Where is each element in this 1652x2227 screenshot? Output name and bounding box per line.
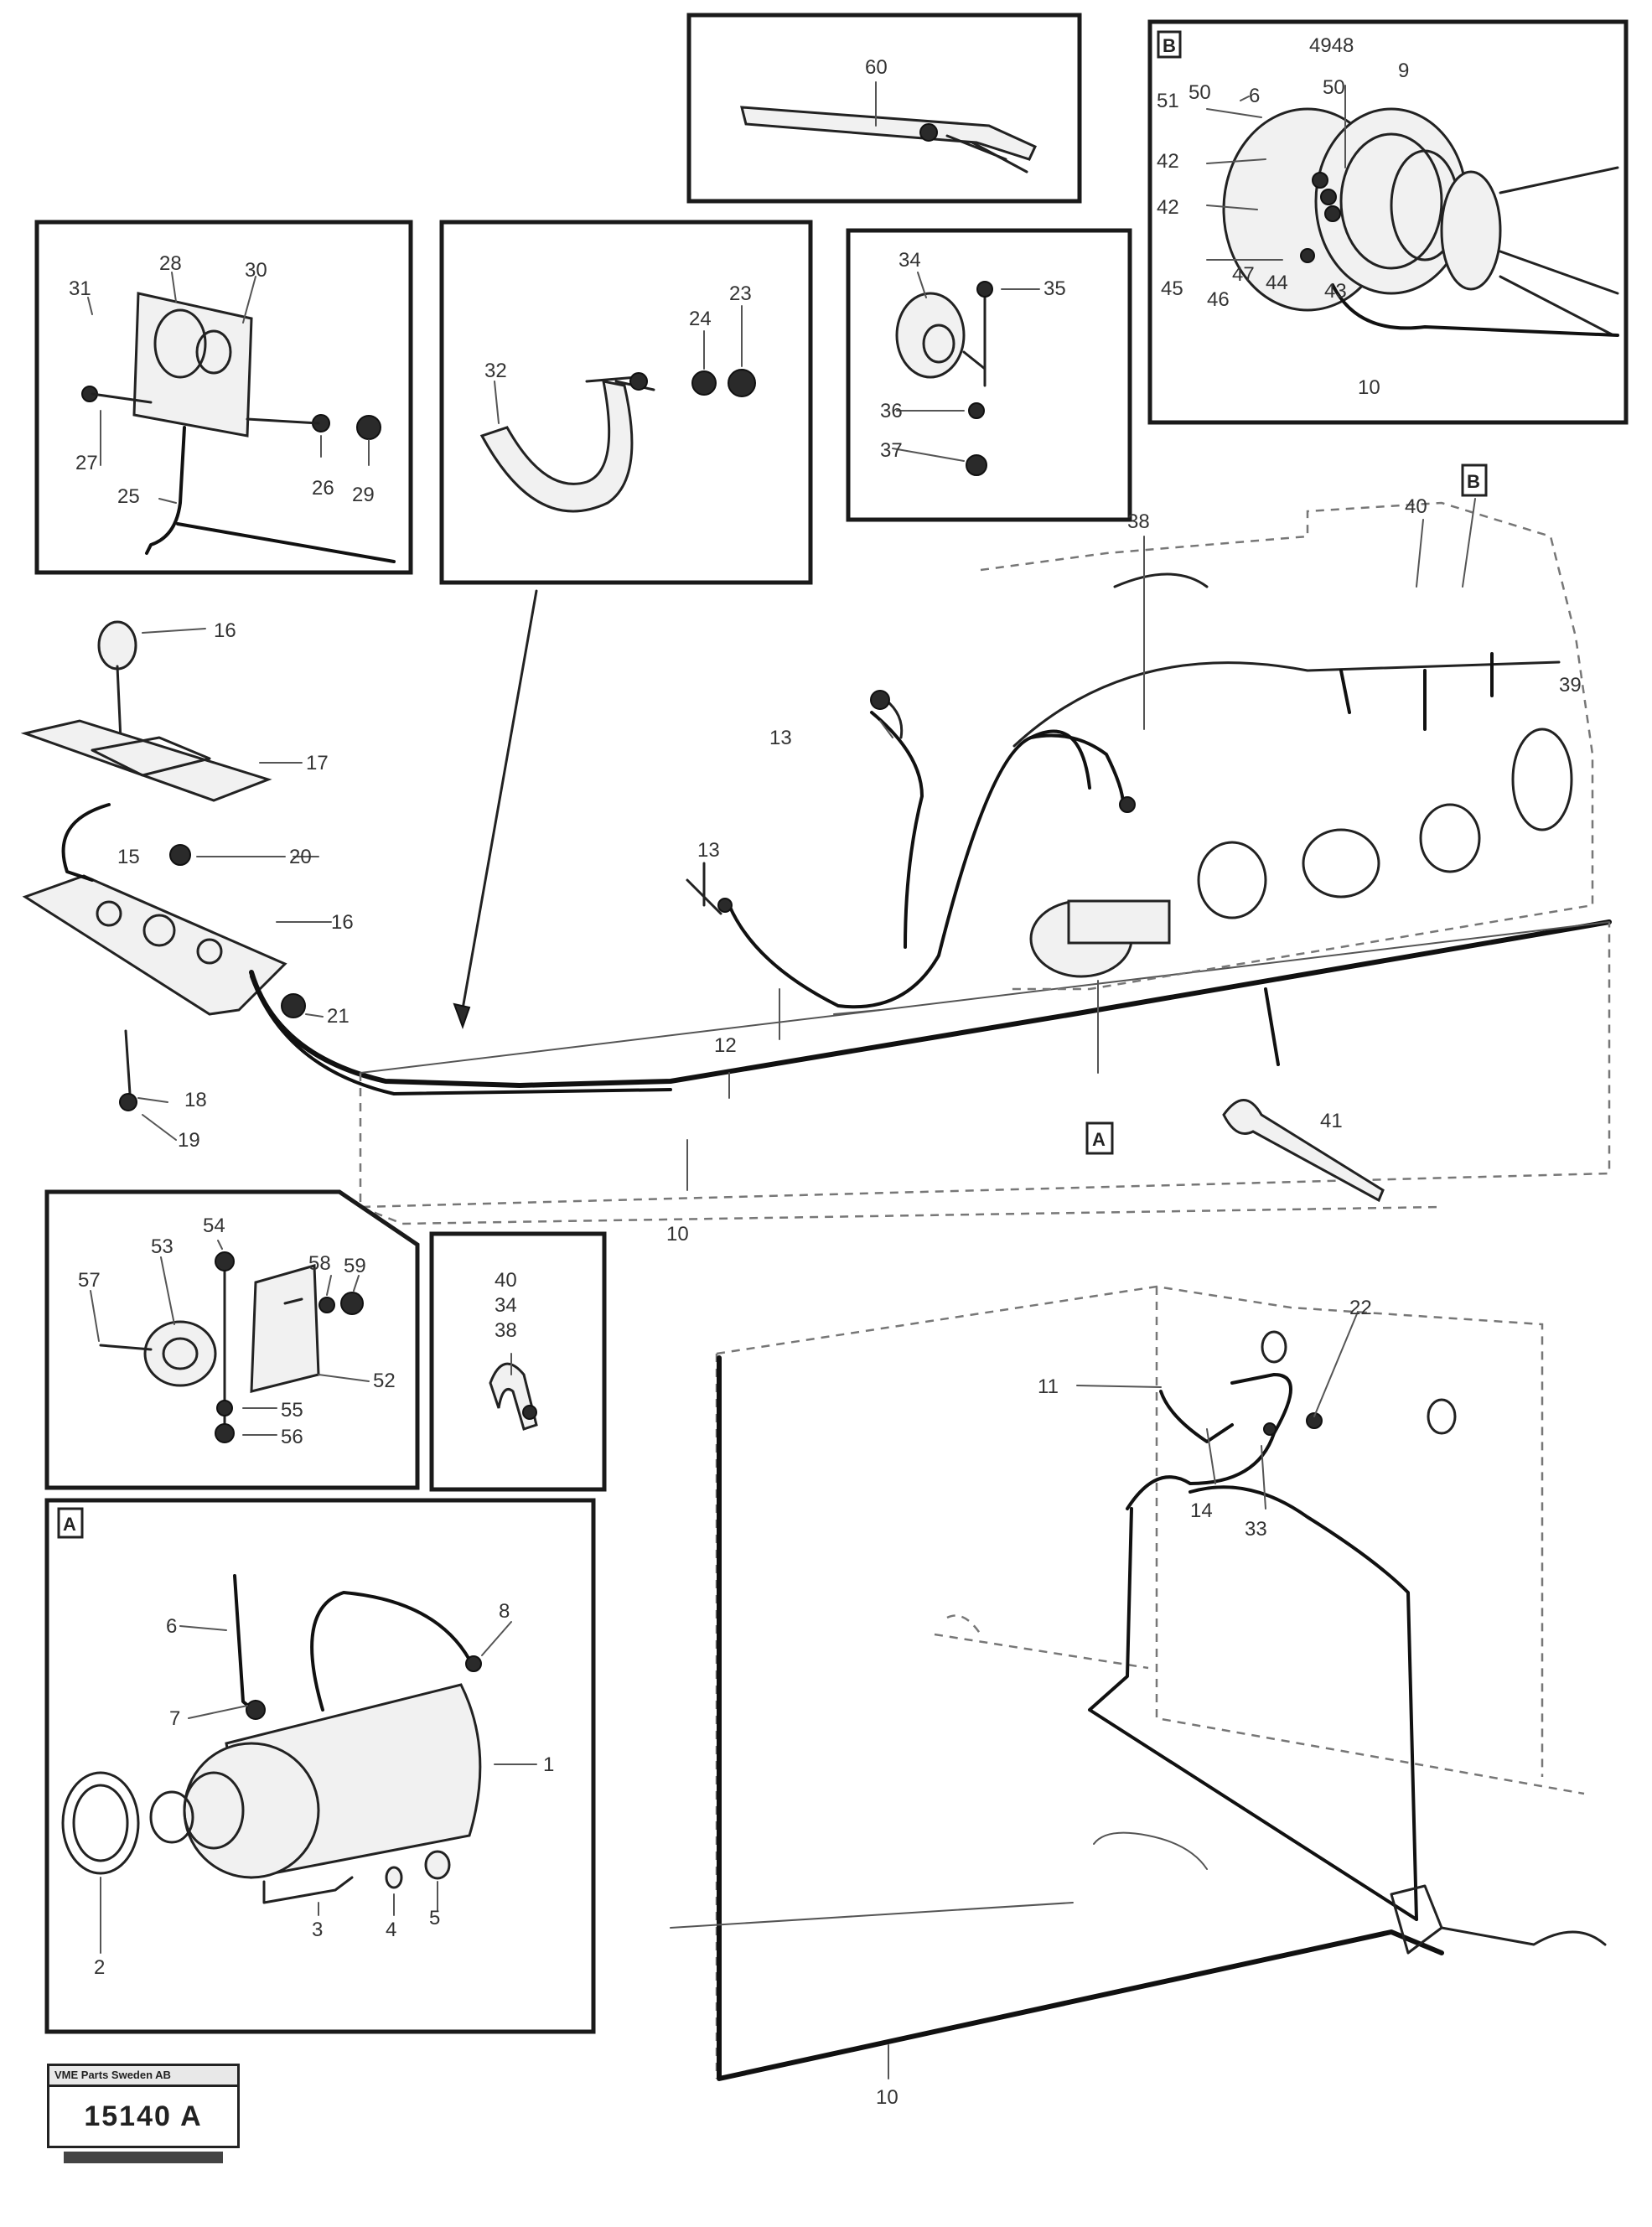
callout-14: 14 (1190, 1499, 1213, 1522)
callout-35: 35 (1044, 277, 1066, 300)
callout-6: 6 (166, 1615, 177, 1638)
callout-1: 1 (543, 1753, 554, 1776)
detail-box-switch: 31 28 30 27 26 29 25 (34, 220, 413, 575)
detail-box-bracket: 57 53 54 58 59 52 55 56 (44, 1189, 420, 1490)
stamp-code: 15140 A (47, 2085, 240, 2148)
illustration-stamp: VME Parts Sweden AB 15140 A (47, 2064, 240, 2181)
callout-39: 39 (1559, 674, 1582, 697)
callout-32: 32 (484, 360, 507, 382)
callout-49-48: 4948 (1309, 34, 1354, 57)
callout-43: 43 (1324, 280, 1347, 303)
callout-7: 7 (169, 1707, 180, 1730)
callout-56: 56 (281, 1426, 303, 1448)
callout-60: 60 (865, 56, 888, 79)
callout-16: 16 (214, 619, 236, 642)
detail-box-view-b: B 51 50 6 4948 50 9 42 42 45 46 47 44 43… (1147, 19, 1629, 425)
callout-44: 44 (1266, 272, 1288, 294)
detail-box-clip: 34 35 36 37 (846, 228, 1132, 522)
callout-55: 55 (281, 1399, 303, 1422)
callout-19: 19 (178, 1129, 200, 1152)
callout-34: 34 (899, 249, 921, 272)
callout-22: 22 (1349, 1297, 1372, 1319)
callout-5: 5 (429, 1907, 440, 1929)
callout-30: 30 (245, 259, 267, 282)
callout-stack-38: 38 (495, 1319, 517, 1342)
callout-10-chassis: 10 (876, 2086, 899, 2109)
callout-45: 45 (1161, 277, 1183, 300)
callout-10-main: 10 (666, 1223, 689, 1246)
callout-12: 12 (714, 1034, 737, 1057)
callout-26: 26 (312, 477, 334, 500)
callout-13: 13 (769, 727, 792, 749)
view-tag-b: B (1163, 35, 1176, 56)
callout-3: 3 (312, 1919, 323, 1941)
callout-6-b: 6 (1249, 85, 1260, 107)
callout-41: 41 (1320, 1110, 1343, 1132)
callout-24: 24 (689, 308, 712, 330)
detail-box-part-60: 60 (686, 13, 1082, 204)
callout-stack-34: 34 (495, 1294, 517, 1317)
callout-8: 8 (499, 1600, 510, 1623)
callout-54: 54 (203, 1214, 225, 1237)
callout-57: 57 (78, 1269, 101, 1292)
callout-16-b: 16 (331, 911, 354, 934)
stamp-company: VME Parts Sweden AB (47, 2064, 240, 2085)
callout-46: 46 (1207, 288, 1230, 311)
callout-18: 18 (184, 1089, 207, 1111)
callout-52: 52 (373, 1370, 396, 1392)
callout-27: 27 (75, 452, 98, 474)
chassis-wiring: 11 14 33 22 10 (670, 1285, 1607, 2109)
callout-31: 31 (69, 277, 91, 300)
callout-17: 17 (306, 752, 329, 774)
view-tag-a-main: A (1092, 1129, 1106, 1150)
callout-10-b: 10 (1358, 376, 1380, 399)
callout-21: 21 (327, 1005, 350, 1028)
callout-28: 28 (159, 252, 182, 275)
callout-15: 15 (117, 846, 140, 868)
callout-23: 23 (729, 282, 752, 305)
callout-50: 50 (1189, 81, 1211, 104)
callout-37: 37 (880, 439, 903, 462)
callout-38: 38 (1127, 510, 1150, 533)
stamp-footer-bar (64, 2152, 223, 2163)
callout-13-b: 13 (697, 839, 720, 862)
callout-50-b: 50 (1323, 76, 1345, 99)
callout-9: 9 (1398, 60, 1409, 82)
callout-2: 2 (94, 1956, 105, 1979)
callout-36: 36 (880, 400, 903, 422)
callout-59: 59 (344, 1255, 366, 1277)
callout-29: 29 (352, 484, 375, 506)
callout-58: 58 (308, 1252, 331, 1275)
callout-40: 40 (1405, 495, 1427, 518)
main-assembly: 16 17 15 20 16 21 18 19 13 13 12 10 38 4… (20, 464, 1612, 1246)
callout-stack-40: 40 (495, 1269, 517, 1292)
view-tag-a: A (63, 1514, 76, 1535)
detail-box-clamp: 32 24 23 (439, 220, 813, 585)
callout-53: 53 (151, 1235, 173, 1258)
callout-4: 4 (386, 1919, 396, 1941)
callout-25: 25 (117, 485, 140, 508)
callout-33: 33 (1245, 1518, 1267, 1541)
callout-11: 11 (1038, 1375, 1059, 1398)
callout-51: 51 (1157, 90, 1179, 112)
detail-box-stack: 40 34 38 (429, 1231, 607, 1492)
view-tag-b-main: B (1467, 471, 1480, 492)
callout-47: 47 (1232, 263, 1255, 286)
callout-20: 20 (289, 846, 312, 868)
callout-42: 42 (1157, 150, 1179, 173)
detail-box-view-a: A 6 7 8 1 2 3 4 5 (44, 1498, 596, 2034)
callout-42-b: 42 (1157, 196, 1179, 219)
